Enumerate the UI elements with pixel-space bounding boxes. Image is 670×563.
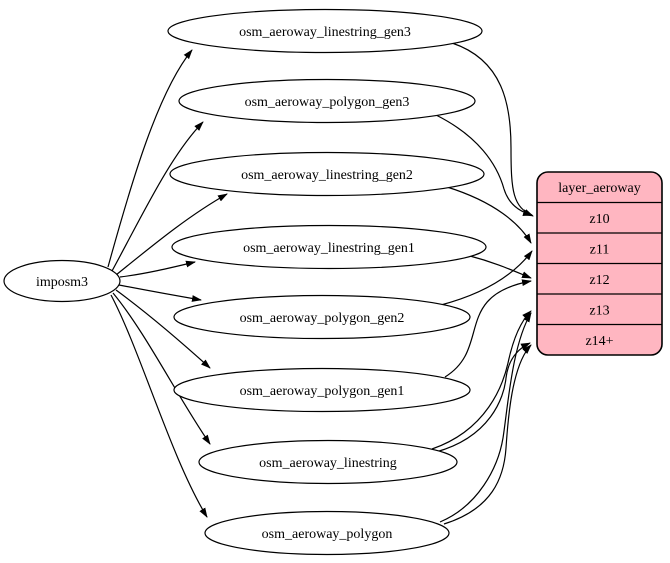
table-ellipse (204, 510, 450, 556)
edges-tables-to-layer (431, 42, 534, 525)
edge-imposm3-osm_aeroway_polygon (110, 294, 208, 518)
layer-header-label: layer_aeroway (558, 181, 640, 196)
layer-row-z12: z12 (589, 273, 609, 288)
node-osm_aeroway_polygon_gen3: osm_aeroway_polygon_gen3 (178, 78, 476, 124)
layer-row-z11: z11 (590, 243, 610, 258)
table-label: osm_aeroway_polygon_gen1 (240, 384, 405, 399)
table-label: osm_aeroway_linestring_gen2 (241, 168, 413, 183)
edge-imposm3-osm_aeroway_linestring_gen1 (119, 260, 196, 278)
edge-osm_aeroway_linestring_gen1-z12 (469, 255, 532, 279)
table-ellipse (167, 8, 483, 54)
node-layer_aeroway: layer_aeroway z10 z11 z12 z13 z14+ (536, 171, 663, 356)
node-osm_aeroway_polygon: osm_aeroway_polygon (204, 510, 450, 556)
edge-osm_aeroway_linestring_gen2-z11 (446, 186, 532, 244)
node-osm_aeroway_linestring_gen3: osm_aeroway_linestring_gen3 (167, 8, 483, 54)
table-ellipse (178, 78, 476, 124)
edge-imposm3-osm_aeroway_polygon_gen1 (115, 289, 211, 369)
table-label: osm_aeroway_linestring_gen1 (243, 241, 415, 256)
table-label: osm_aeroway_polygon_gen2 (240, 311, 405, 326)
edge-imposm3-osm_aeroway_polygon_gen3 (111, 121, 204, 272)
node-osm_aeroway_linestring: osm_aeroway_linestring (198, 439, 458, 485)
edge-osm_aeroway_polygon_gen1-z12 (444, 279, 532, 378)
layer-row-z13: z13 (589, 304, 609, 319)
table-ellipse (173, 294, 471, 340)
table-ellipse (173, 367, 471, 413)
edge-imposm3-osm_aeroway_linestring_gen3 (107, 49, 193, 268)
edge-imposm3-osm_aeroway_linestring_gen2 (115, 193, 228, 276)
table-ellipse (198, 439, 458, 485)
table-ellipse (169, 151, 485, 197)
node-osm_aeroway_polygon_gen1: osm_aeroway_polygon_gen1 (173, 367, 471, 413)
edge-osm_aeroway_polygon-z14plus (443, 344, 532, 525)
node-imposm3: imposm3 (3, 259, 121, 303)
edge-osm_aeroway_polygon_gen2-z11 (440, 250, 533, 306)
edge-osm_aeroway_polygon-z13 (439, 312, 532, 523)
table-label: osm_aeroway_linestring_gen3 (239, 25, 411, 40)
table-label: osm_aeroway_polygon (262, 527, 393, 542)
layer-row-z14plus: z14+ (585, 334, 613, 349)
edge-imposm3-osm_aeroway_linestring (112, 292, 211, 445)
imposm3-ellipse (3, 259, 121, 303)
edge-osm_aeroway_linestring_gen3-z10 (451, 42, 534, 217)
edge-imposm3-osm_aeroway_polygon_gen2 (118, 284, 202, 302)
table-ellipse (171, 224, 487, 270)
imposm3-label: imposm3 (36, 275, 88, 290)
edges-source-to-tables (107, 49, 228, 518)
node-osm_aeroway_linestring_gen2: osm_aeroway_linestring_gen2 (169, 151, 485, 197)
node-osm_aeroway_linestring_gen1: osm_aeroway_linestring_gen1 (171, 224, 487, 270)
node-osm_aeroway_polygon_gen2: osm_aeroway_polygon_gen2 (173, 294, 471, 340)
table-label: osm_aeroway_linestring (259, 456, 397, 471)
layer-row-z10: z10 (589, 212, 609, 227)
table-label: osm_aeroway_polygon_gen3 (245, 95, 410, 110)
edge-osm_aeroway_linestring-z13 (431, 310, 532, 450)
edge-osm_aeroway_polygon_gen3-z10 (435, 114, 533, 216)
